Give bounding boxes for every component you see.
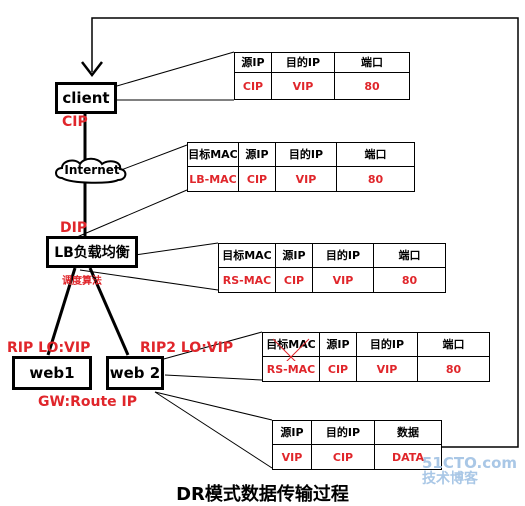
t2-h2: 目的IP xyxy=(275,142,337,167)
rip2-label: RIP2 LO:VIP xyxy=(140,340,234,356)
t3-v0: RS-MAC xyxy=(218,267,276,293)
t2-v3: 80 xyxy=(336,166,415,192)
packet-table-lb: 目标MAC 源IP 目的IP 端口 RS-MAC CIP VIP 80 xyxy=(218,243,446,293)
t1-h2: 端口 xyxy=(334,52,410,73)
t3-h3: 端口 xyxy=(373,243,446,268)
watermark-logo: 51CTO.com 技术博客 xyxy=(422,455,517,487)
pointer-t2b xyxy=(69,189,188,241)
t5-v0: VIP xyxy=(272,444,312,470)
t5-h0: 源IP xyxy=(272,420,312,445)
cip-label: CIP xyxy=(62,114,88,130)
t5-v1: CIP xyxy=(311,444,375,470)
scheduler-label: 调度算法 xyxy=(62,276,102,287)
t4-h0: 目标MAC xyxy=(262,332,320,357)
gw-label: GW:Route IP xyxy=(38,394,137,410)
packet-table-client: 源IP 目的IP 端口 CIP VIP 80 xyxy=(234,52,410,100)
internet-label: Internet xyxy=(64,163,120,177)
t4-h3: 端口 xyxy=(417,332,490,357)
pointer-t3b xyxy=(79,269,219,291)
web2-node: web 2 xyxy=(106,356,164,390)
client-node: client xyxy=(55,82,117,114)
t3-h2: 目的IP xyxy=(312,243,374,268)
crossed-out-mark xyxy=(272,338,310,361)
pointer-t4 xyxy=(159,331,263,361)
t3-h1: 源IP xyxy=(275,243,313,268)
t3-v3: 80 xyxy=(373,267,446,293)
t2-v2: VIP xyxy=(275,166,337,192)
t4-h2: 目的IP xyxy=(356,332,418,357)
packet-table-response: 源IP 目的IP 数据 VIP CIP DATA xyxy=(272,420,442,470)
t2-h3: 端口 xyxy=(336,142,415,167)
t4-h1: 源IP xyxy=(319,332,357,357)
t3-h0: 目标MAC xyxy=(218,243,276,268)
t5-h2: 数据 xyxy=(374,420,442,445)
t5-v2: DATA xyxy=(374,444,442,470)
t1-v1: VIP xyxy=(271,72,335,100)
pointer-t1 xyxy=(109,51,235,89)
pointer-t4b xyxy=(164,374,263,381)
return-path-line xyxy=(91,17,519,448)
t4-v2: VIP xyxy=(356,356,418,382)
diagram-title: DR模式数据传输过程 xyxy=(176,484,349,505)
lb-node: LB负载均衡 xyxy=(46,236,138,268)
t2-v1: CIP xyxy=(238,166,276,192)
pointer-t5b xyxy=(154,391,273,469)
lb-to-web2-line xyxy=(88,267,130,356)
internet-cloud: Internet xyxy=(52,156,128,186)
t4-v0: RS-MAC xyxy=(266,362,316,376)
client-label: client xyxy=(62,89,110,107)
t1-h1: 目的IP xyxy=(271,52,335,73)
watermark-line1: 51CTO.com xyxy=(422,454,518,472)
rip1-label: RIP LO:VIP xyxy=(7,340,91,356)
web1-label: web1 xyxy=(29,364,75,382)
web1-node: web1 xyxy=(12,356,92,390)
watermark-line2: 技术博客 xyxy=(422,470,478,487)
t5-h1: 目的IP xyxy=(311,420,375,445)
t4-v1: CIP xyxy=(319,356,357,382)
t1-v2: 80 xyxy=(334,72,410,100)
pointer-t3 xyxy=(134,242,219,256)
web2-label: web 2 xyxy=(109,364,161,382)
t1-v0: CIP xyxy=(234,72,272,100)
lb-label: LB负载均衡 xyxy=(54,245,130,261)
client-arrow-head xyxy=(81,61,103,78)
cloud-icon xyxy=(55,157,127,184)
t2-v0: LB-MAC xyxy=(187,166,239,192)
t4-v0-cell: RS-MAC xyxy=(262,338,320,382)
lb-to-web1-line xyxy=(46,267,77,356)
t3-v1: CIP xyxy=(275,267,313,293)
t2-h1: 源IP xyxy=(238,142,276,167)
t2-h0: 目标MAC xyxy=(187,142,239,167)
t1-h0: 源IP xyxy=(234,52,272,73)
t3-v2: VIP xyxy=(312,267,374,293)
packet-table-internet: 目标MAC 源IP 目的IP 端口 LB-MAC CIP VIP 80 xyxy=(187,142,415,192)
packet-table-web2: 目标MAC 源IP 目的IP 端口 RS-MAC CIP VIP 80 xyxy=(262,332,490,382)
pointer-t5 xyxy=(154,391,273,421)
dip-label: DIP xyxy=(60,220,88,236)
t4-v3: 80 xyxy=(417,356,490,382)
